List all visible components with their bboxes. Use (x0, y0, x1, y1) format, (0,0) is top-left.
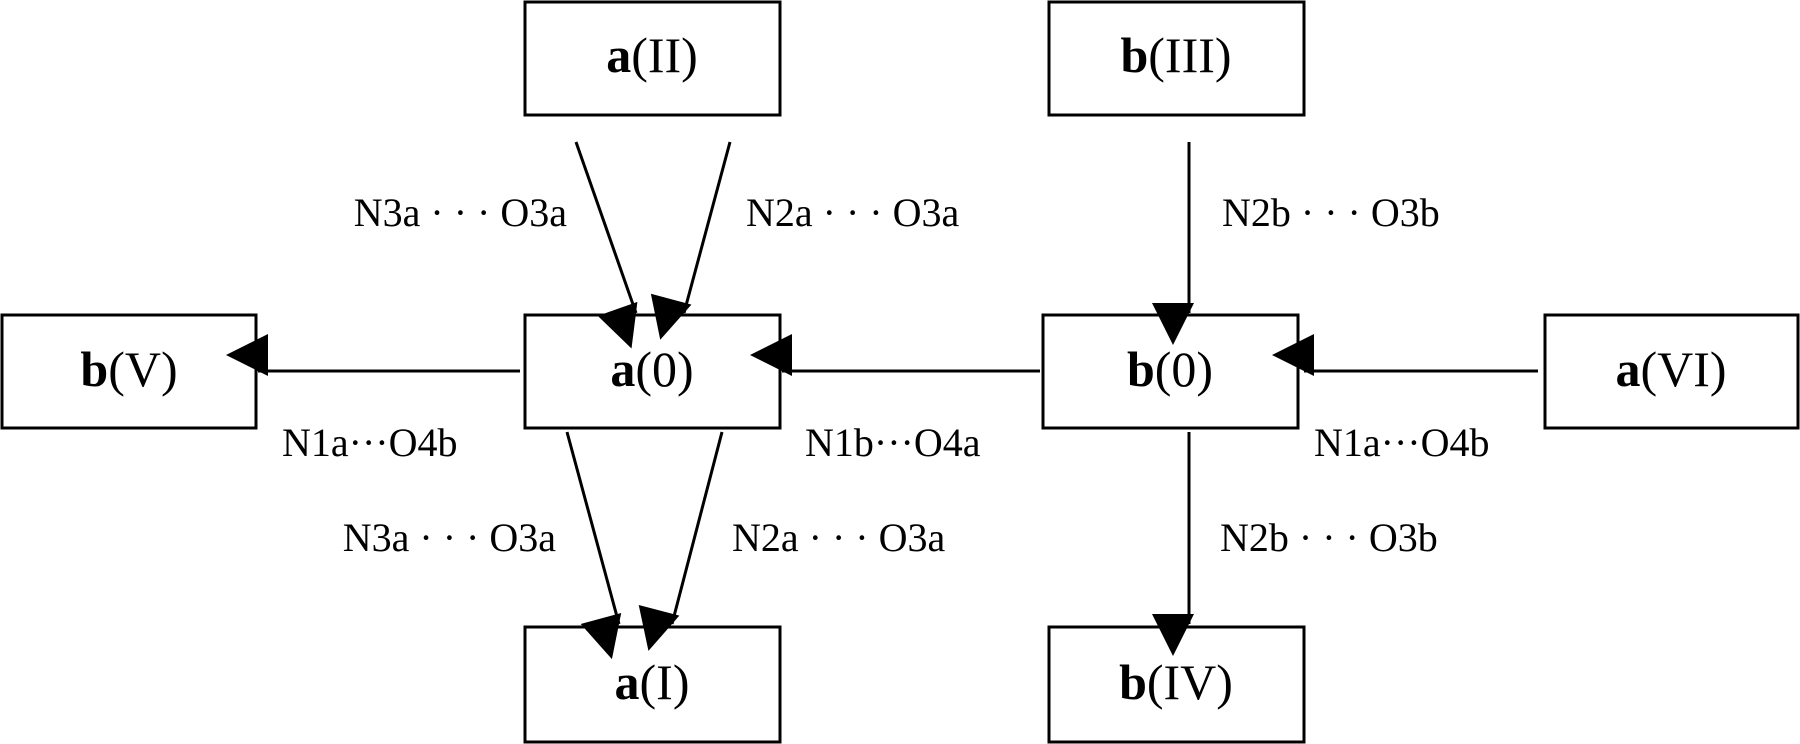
edge-a0-bV-label: N1a···O4b (282, 420, 458, 465)
node-b-III-box (1047, 0, 1306, 117)
node-b-III: b(III) (1047, 0, 1306, 117)
node-b-III-label: b(III) (1120, 27, 1231, 83)
node-b-V-box (0, 313, 258, 430)
edge-aII-a0-left-arrow (574, 141, 638, 349)
node-a-VI-label: a(VI) (1615, 341, 1726, 397)
edge-a0-aI-right-arrow (638, 431, 724, 651)
node-b-IV-label: b(IV) (1119, 654, 1233, 710)
edge-aII-a0-right-label: N2a · · · O3a (746, 190, 959, 235)
node-b-0: b(0) (1041, 313, 1300, 430)
node-a-II-label: a(II) (606, 27, 698, 83)
node-a-VI-box (1543, 313, 1800, 430)
edge-bIII-b0-label: N2b · · · O3b (1222, 190, 1440, 235)
edge-aII-a0-right-arrow (650, 141, 732, 340)
node-b-0-label: b(0) (1127, 341, 1213, 397)
node-a-0-label: a(0) (610, 341, 693, 397)
edge-a0-aI-right-label: N2a · · · O3a (732, 515, 945, 560)
edge-a0-aI-left-arrow (565, 431, 622, 660)
node-a-VI: a(VI) (1543, 313, 1800, 430)
node-b-IV: b(IV) (1047, 625, 1306, 744)
node-a-II-box (523, 0, 782, 117)
node-a-II: a(II) (523, 0, 782, 117)
node-a-0: a(0) (523, 313, 782, 430)
edge-b0-bIV-label: N2b · · · O3b (1220, 515, 1438, 560)
node-a-I-label: a(I) (615, 654, 690, 710)
edge-b0-a0-label: N1b···O4a (805, 420, 981, 465)
node-b-0-box (1041, 313, 1300, 430)
node-b-V-label: b(V) (80, 341, 177, 397)
edge-aII-a0-left-label: N3a · · · O3a (354, 190, 567, 235)
edge-aVI-b0-label: N1a···O4b (1314, 420, 1490, 465)
node-b-V: b(V) (0, 313, 258, 430)
node-a-I: a(I) (523, 625, 782, 744)
edge-a0-aI-left-label: N3a · · · O3a (343, 515, 556, 560)
